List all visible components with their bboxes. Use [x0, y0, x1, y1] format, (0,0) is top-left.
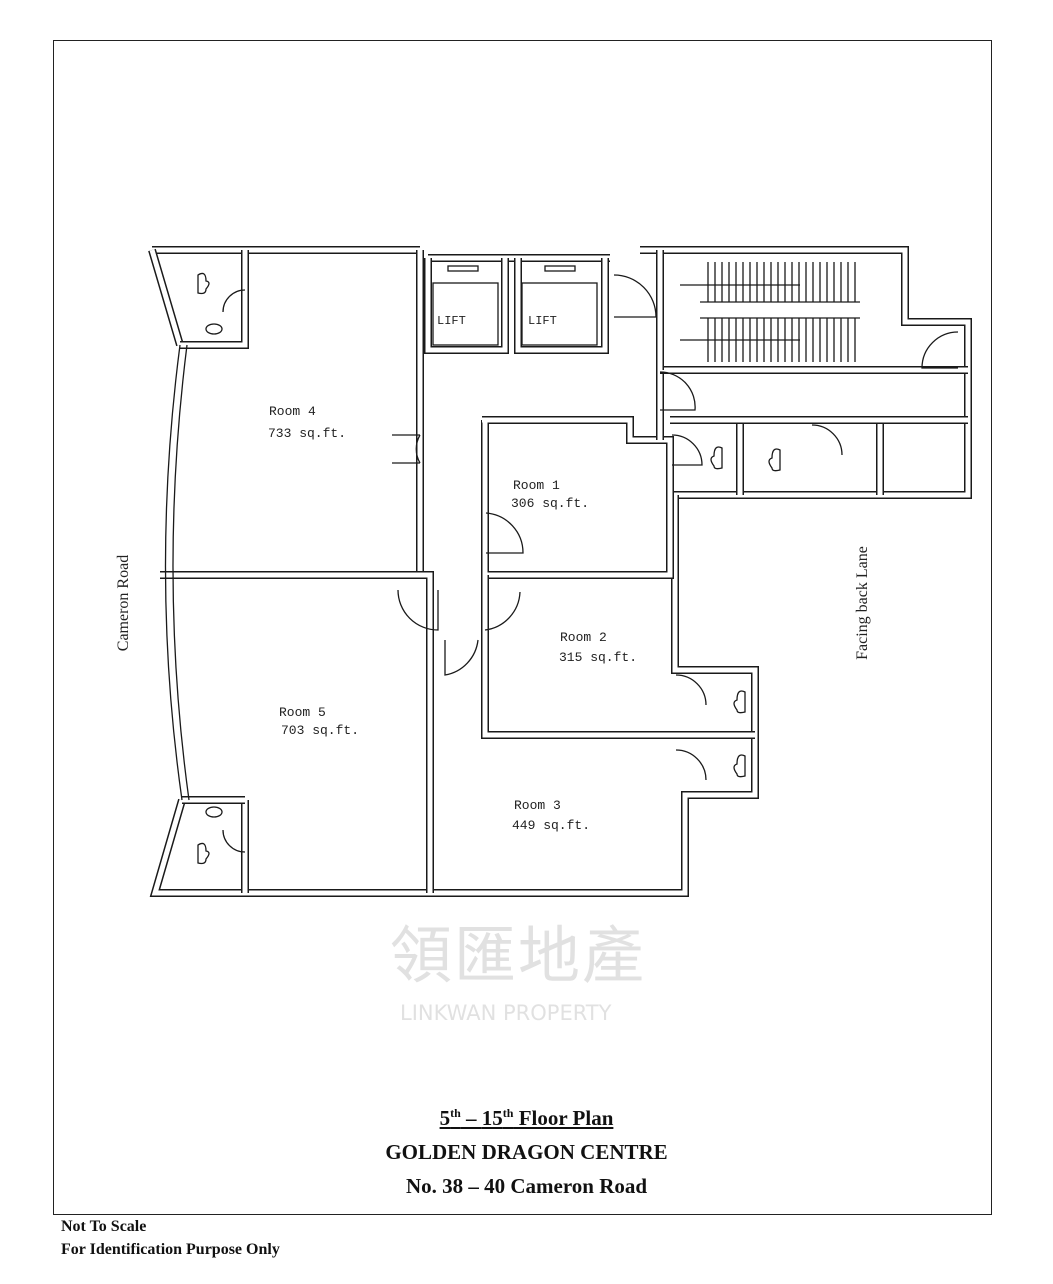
- door-stair-1: [613, 274, 657, 318]
- building-name: GOLDEN DRAGON CENTRE: [385, 1140, 668, 1164]
- door-toilet-room4: [222, 289, 246, 313]
- lift-car-2: [521, 282, 598, 346]
- lift-indicator-1: [447, 265, 479, 272]
- wall-segment: [514, 258, 609, 354]
- floor-range: 5th – 15th Floor Plan: [439, 1106, 614, 1130]
- facade-curve-inner: [172, 344, 190, 801]
- door-room-4: [392, 434, 421, 464]
- room-2-area: 315 sq.ft.: [559, 650, 638, 665]
- room-5-name: Room 5: [279, 705, 326, 720]
- wall-segment: [149, 249, 183, 346]
- basin-room5: [205, 806, 223, 818]
- cameron-road-label: Cameron Road: [115, 554, 133, 652]
- door-toilet-a: [671, 434, 703, 466]
- door-toilet-c: [675, 674, 707, 706]
- room-5-area: 703 sq.ft.: [281, 723, 360, 738]
- fixtures: [164, 262, 959, 865]
- lift-2-label: LIFT: [528, 314, 557, 328]
- wc-b: [768, 448, 781, 472]
- door-stair-2: [659, 371, 696, 411]
- room-4-name: Room 4: [269, 404, 316, 419]
- door-room-5: [397, 589, 439, 631]
- wall-segment: [180, 250, 248, 348]
- wall-segment: [515, 258, 608, 353]
- room-1-name: Room 1: [513, 478, 560, 493]
- wall-segment: [640, 247, 971, 498]
- wc-d: [733, 754, 746, 778]
- door-room-2: [484, 591, 521, 631]
- door-toilet-room5: [222, 829, 246, 853]
- wall-segment: [482, 575, 675, 738]
- door-toilet-d: [675, 749, 707, 781]
- wc-room4: [197, 272, 210, 295]
- back-lane-label: Facing back Lane: [853, 546, 871, 660]
- door-room-1: [485, 512, 524, 554]
- wall-segment: [420, 572, 433, 893]
- walls: [148, 246, 972, 897]
- watermark-chinese: 領匯地產: [390, 919, 647, 992]
- wall-segment: [424, 258, 509, 354]
- wall-segment: [425, 258, 508, 353]
- door-back-corridor: [921, 331, 959, 369]
- identification-note: For Identification Purpose Only: [61, 1241, 280, 1258]
- room-3-area: 449 sq.ft.: [512, 818, 591, 833]
- room-1-area: 306 sq.ft.: [511, 496, 590, 511]
- wc-room5: [197, 842, 210, 865]
- wc-c: [733, 690, 746, 714]
- floor-plan-title: 5th – 15th Floor Plan: [0, 1105, 1053, 1131]
- lift-indicator-2: [544, 265, 576, 272]
- lift-1-label: LIFT: [437, 314, 466, 328]
- room-2-name: Room 2: [560, 630, 607, 645]
- lift-car-1: [432, 282, 499, 346]
- watermark-english: LINKWAN PROPERTY: [400, 1001, 612, 1025]
- building-address: No. 38 – 40 Cameron Road: [405, 1174, 648, 1198]
- room-4-area: 733 sq.ft.: [268, 426, 347, 441]
- door-corridor: [444, 639, 479, 676]
- facade-curve-outer: [164, 344, 183, 801]
- plan-frame: [53, 40, 992, 1215]
- wc-a: [710, 446, 723, 470]
- wall-segment: [180, 250, 249, 349]
- door-toilet-b: [811, 424, 843, 456]
- staircase: [680, 262, 860, 362]
- room-3-name: Room 3: [514, 798, 561, 813]
- not-to-scale-note: Not To Scale: [61, 1218, 147, 1235]
- basin-room4: [205, 323, 223, 335]
